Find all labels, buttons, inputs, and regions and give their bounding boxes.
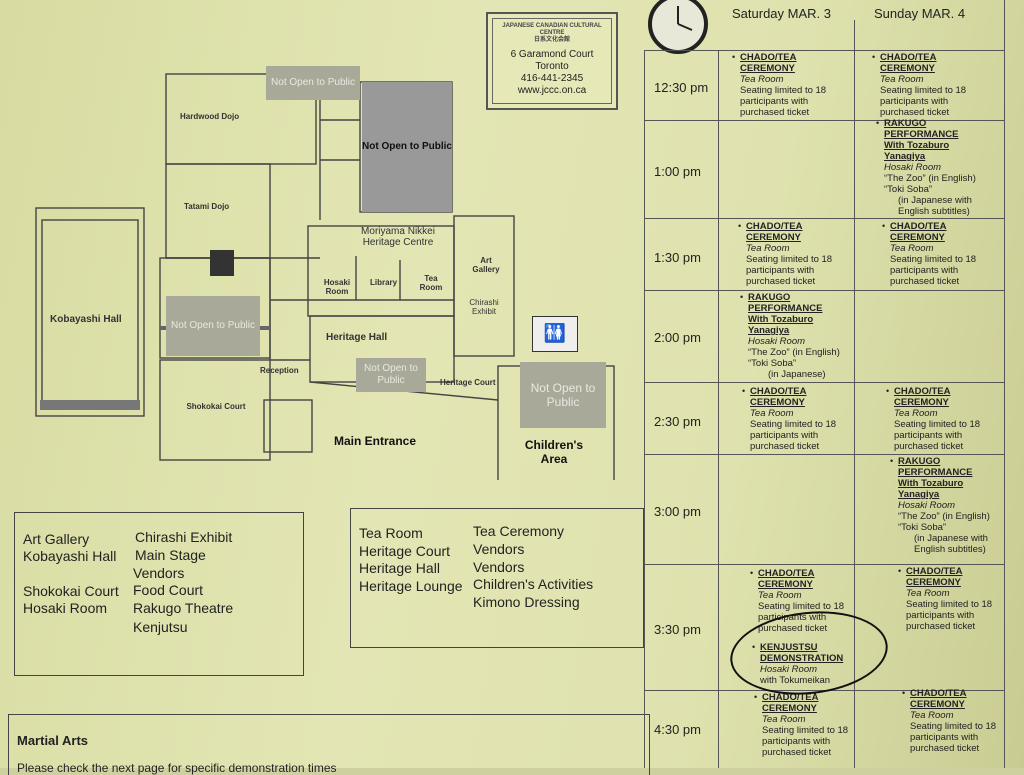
time-130: 1:30 pm: [654, 250, 701, 265]
website: www.jccc.on.ca: [517, 84, 587, 96]
martial-arts-note: Please check the next page for specific …: [17, 761, 337, 775]
room-heritage-hall: Heritage Hall: [326, 332, 388, 343]
event-sat-130: • CHADO/TEA CEREMONY Tea Room Seating li…: [738, 221, 833, 287]
time-200: 2:00 pm: [654, 330, 701, 345]
phone: 416-441-2345: [520, 72, 584, 84]
jccc-logo: JAPANESE CANADIAN CULTURAL CENTRE 日系文化会館: [502, 23, 602, 44]
event-sat-1230: • CHADO/TEA CEREMONY Tea Room Seating li…: [732, 52, 827, 118]
room-tatami-dojo: Tatami Dojo: [184, 202, 230, 211]
time-230: 2:30 pm: [654, 414, 701, 429]
room-kobayashi-hall: Kobayashi Hall: [50, 314, 122, 325]
event-sat-330-tea: • CHADO/TEA CEREMONY Tea Room Seating li…: [750, 568, 845, 634]
room-tea: Tea Room: [419, 274, 443, 292]
martial-arts-title: Martial Arts: [17, 733, 89, 748]
room-moriyama: Moriyama Nikkei Heritage Centre: [361, 226, 435, 248]
room-hosaki: Hosaki Room: [323, 278, 351, 296]
event-sat-200: • RAKUGO PERFORMANCE With Tozaburo Yanag…: [740, 292, 840, 380]
event-sun-430: • CHADO/TEA CEREMONY Tea Room Seating li…: [902, 688, 997, 754]
room-chirashi: Chirashi Exhibit: [469, 298, 499, 316]
room-shokokai-court: Shokokai Court: [186, 402, 246, 411]
address-city: Toronto: [535, 60, 569, 72]
room-hardwood-dojo: Hardwood Dojo: [180, 112, 240, 121]
area-not-open-big: Not Open to Public: [362, 82, 452, 212]
area-not-open-mid: Not Open to Public: [356, 358, 426, 392]
time-300: 3:00 pm: [654, 504, 701, 519]
room-library: Library: [370, 278, 398, 287]
time-430: 4:30 pm: [654, 722, 701, 737]
contact-card: JAPANESE CANADIAN CULTURAL CENTRE 日系文化会館…: [486, 12, 618, 110]
area-not-open-left: Not Open to Public: [166, 296, 260, 356]
washroom-icon: 🚻: [532, 316, 578, 352]
label-main-entrance: Main Entrance: [334, 434, 417, 448]
room-art-gallery: Art Gallery: [472, 256, 500, 274]
room-childrens-area: Children's Area: [524, 438, 584, 466]
event-sat-330-kenjutsu: • KENJUSTSU DEMONSTRATION Hosaki Room wi…: [752, 642, 844, 686]
event-sun-230: • CHADO/TEA CEREMONY Tea Room Seating li…: [886, 386, 981, 452]
time-100: 1:00 pm: [654, 164, 701, 179]
event-sun-1230: • CHADO/TEA CEREMONY Tea Room Seating li…: [872, 52, 967, 118]
address-street: 6 Garamond Court: [510, 48, 594, 60]
floor-map: Hardwood Dojo Tatami Dojo Kobayashi Hall…: [20, 60, 620, 480]
day-sunday: Sunday MAR. 4: [874, 6, 966, 21]
legend-left: Art Gallery Chirashi Exhibit Kobayashi H…: [14, 512, 304, 676]
room-heritage-court: Heritage Court: [440, 378, 496, 387]
event-sun-300: • RAKUGO PERFORMANCE With Tozaburo Yanag…: [890, 456, 990, 555]
clock-icon: [648, 0, 708, 54]
time-1230: 12:30 pm: [654, 80, 709, 95]
schedule-table: Saturday MAR. 3 Sunday MAR. 4 12:30 pm 1…: [640, 0, 1010, 768]
legend-right: Tea Room Tea Ceremony Heritage Court Ven…: [350, 508, 644, 648]
event-sat-230: • CHADO/TEA CEREMONY Tea Room Seating li…: [742, 386, 837, 452]
event-sun-330: • CHADO/TEA CEREMONY Tea Room Seating li…: [898, 566, 993, 632]
area-not-open-right: Not Open to Public: [520, 362, 606, 428]
day-saturday: Saturday MAR. 3: [732, 6, 831, 21]
event-sun-130: • CHADO/TEA CEREMONY Tea Room Seating li…: [882, 221, 977, 287]
event-sat-430: • CHADO/TEA CEREMONY Tea Room Seating li…: [754, 692, 849, 758]
room-reception: Reception: [260, 366, 299, 375]
area-not-open-top: Not Open to Public: [266, 66, 360, 100]
martial-arts-box: Martial Arts Please check the next page …: [8, 714, 650, 775]
event-sun-100: • RAKUGO PERFORMANCE With Tozaburo Yanag…: [876, 118, 976, 217]
time-330: 3:30 pm: [654, 622, 701, 637]
